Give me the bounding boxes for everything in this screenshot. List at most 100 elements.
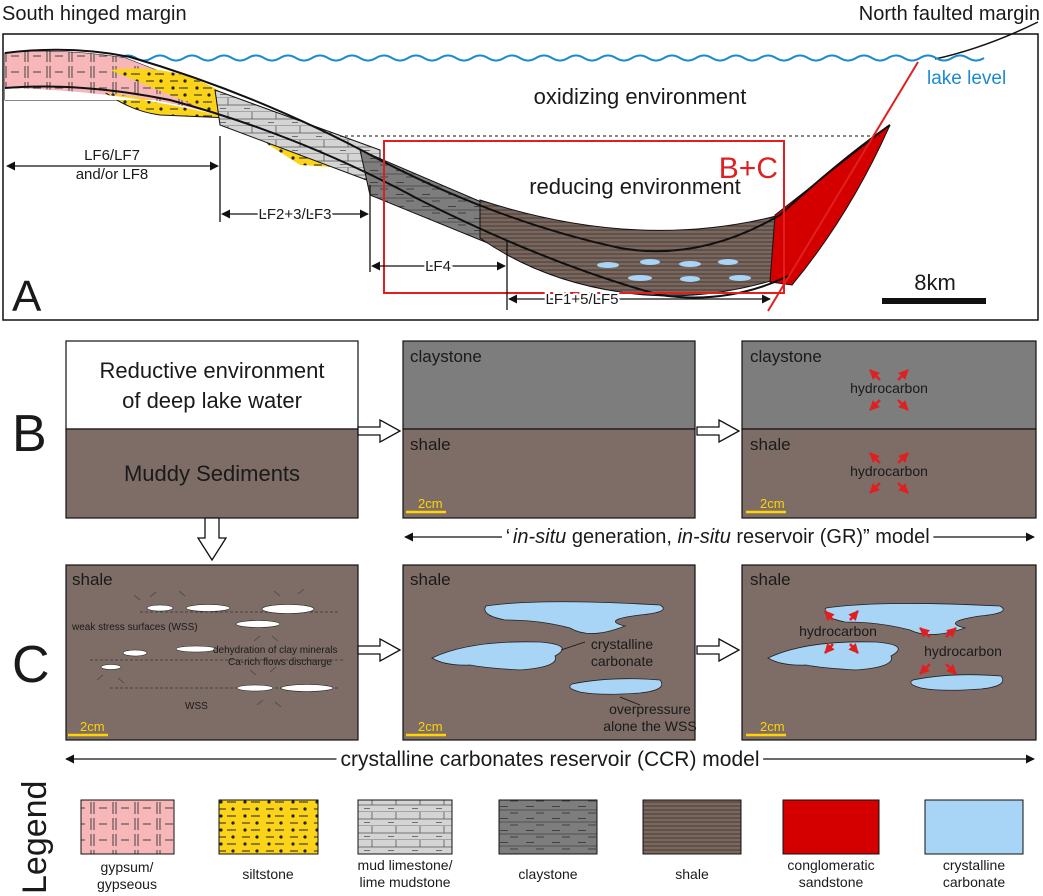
legend-item-siltstone: siltstone bbox=[218, 799, 319, 882]
north-margin-label: North faulted margin bbox=[859, 3, 1040, 25]
lake-level-line bbox=[119, 54, 985, 62]
c-arrow-1 bbox=[357, 637, 402, 663]
legend-gypsum-line1: gypsum/ bbox=[101, 859, 154, 875]
c3-shale-label: shale bbox=[750, 570, 791, 589]
legend-item-claystone: claystone bbox=[498, 799, 598, 882]
conglomerate-fan bbox=[769, 124, 891, 286]
legend-item-conglomerate: conglomeratic sandstone bbox=[782, 799, 880, 890]
lf6-label-line1: LF6/LF7 bbox=[84, 147, 140, 164]
c3-hydrocarbon-right: hydrocarbon bbox=[924, 643, 1002, 659]
b2-claystone-label: claystone bbox=[410, 347, 482, 366]
c2-crystalline-line2: carbonate bbox=[591, 653, 653, 669]
c1-dehydration-label: dehydration of clay minerals bbox=[213, 645, 338, 656]
gr-model-label: “in-situ generation, in-situ reservoir (… bbox=[506, 526, 930, 548]
c1-ca-flows-label: Ca-rich flows discharge bbox=[228, 657, 332, 668]
reducing-label: reducing environment bbox=[529, 174, 741, 199]
lf6-label-line2: and/or LF8 bbox=[76, 166, 149, 183]
legend-limestone-line1: mud limestone/ bbox=[358, 857, 453, 873]
legend-limestone-line2: lime mudstone bbox=[359, 874, 450, 890]
b2-upper bbox=[402, 340, 696, 430]
b1-upper-line2: of deep lake water bbox=[122, 388, 302, 413]
legend-swatch-shale bbox=[642, 799, 742, 855]
lf4-label: LF4 bbox=[425, 258, 451, 275]
c3-scale-label: 2cm bbox=[760, 719, 785, 734]
lake-level-label: lake level bbox=[927, 68, 1006, 89]
c1-shale-label: shale bbox=[72, 570, 113, 589]
legend-swatch-siltstone bbox=[218, 799, 319, 855]
c2-crystalline-line1: crystalline bbox=[591, 636, 653, 652]
b2-lower bbox=[402, 428, 696, 519]
legend-gypsum-line2: gypseous bbox=[97, 876, 157, 892]
legend-swatch-claystone bbox=[498, 799, 598, 855]
b2-shale-label: shale bbox=[410, 435, 451, 454]
legend-swatch-carbonate bbox=[924, 799, 1024, 855]
legend-carbonate-line1: crystalline bbox=[943, 857, 1005, 873]
b1-lower-label: Muddy Sediments bbox=[124, 461, 300, 486]
lf2-label: LF2+3/LF3 bbox=[259, 206, 332, 223]
b-arrow-2 bbox=[696, 418, 741, 444]
b1-upper bbox=[65, 340, 359, 430]
legend-swatch-gypsum bbox=[80, 799, 175, 855]
bc-box bbox=[383, 140, 785, 294]
boundary-fault bbox=[767, 61, 919, 312]
b3-hydrocarbon-lower: hydrocarbon bbox=[850, 463, 928, 479]
c-arrow-2 bbox=[696, 637, 741, 663]
legend-carbonate-line2: carbonate bbox=[943, 874, 1005, 890]
c3-hydrocarbon-left: hydrocarbon bbox=[799, 623, 877, 639]
c2-crystalline-leader bbox=[560, 641, 586, 651]
legend-swatch-limestone bbox=[357, 799, 453, 855]
panel-c: C shale weak stress surfaces (WSS) dehyd… bbox=[12, 564, 1037, 776]
oxidizing-label: oxidizing environment bbox=[534, 84, 747, 109]
c2-carbonate-bodies bbox=[431, 601, 664, 695]
shale-layer bbox=[479, 199, 791, 297]
bc-box-label: B+C bbox=[719, 152, 778, 185]
carbonate-lenses-a bbox=[597, 259, 751, 282]
panel-a-label: A bbox=[12, 272, 42, 321]
b3-upper bbox=[741, 340, 1037, 430]
c1-lenses bbox=[100, 604, 334, 692]
c2-overpressure-leader bbox=[619, 696, 641, 706]
c1-pressure-arrows bbox=[96, 588, 305, 708]
b3-hydrocarbon-upper: hydrocarbon bbox=[850, 380, 928, 396]
legend-conglomerate-line2: sandstone bbox=[799, 874, 864, 890]
panel-b: B Reductive environment of deep lake wat… bbox=[12, 340, 1037, 562]
legend-siltstone-label: siltstone bbox=[242, 866, 294, 882]
c1-wss-full-label: weak stress surfaces (WSS) bbox=[71, 622, 198, 633]
b-arrow-1 bbox=[357, 418, 402, 444]
b2-scale-label: 2cm bbox=[418, 496, 443, 511]
b-to-c-arrow bbox=[196, 517, 228, 562]
c2-scale-label: 2cm bbox=[418, 719, 443, 734]
b3-scale-label: 2cm bbox=[760, 496, 785, 511]
c3-carbonate-bodies bbox=[767, 603, 1004, 691]
panel-c-label: C bbox=[12, 636, 50, 694]
panel-b-label: B bbox=[12, 405, 47, 463]
panel-a: South hinged margin North faulted margin… bbox=[2, 3, 1040, 321]
b3-lower bbox=[741, 428, 1037, 519]
b1-lower bbox=[65, 428, 359, 519]
legend-swatch-conglomerate bbox=[782, 799, 880, 855]
c1-box bbox=[65, 564, 359, 741]
gypsum-fill-mask bbox=[5, 88, 230, 118]
legend-item-shale: shale bbox=[642, 799, 742, 882]
c2-overpressure-line1: overpressure bbox=[609, 701, 691, 717]
legend-title: Legend bbox=[16, 781, 54, 894]
b1-upper-line1: Reductive environment bbox=[99, 358, 324, 383]
legend-conglomerate-line1: conglomeratic bbox=[787, 857, 874, 873]
legend-shale-label: shale bbox=[675, 866, 709, 882]
legend-item-limestone: mud limestone/ lime mudstone bbox=[357, 799, 453, 890]
north-margin-surface bbox=[934, 21, 1039, 60]
c1-wss-label: WSS bbox=[185, 701, 208, 712]
south-margin-label: South hinged margin bbox=[2, 3, 187, 25]
c2-shale-label: shale bbox=[410, 570, 451, 589]
lf1-label: LF1+5/LF5 bbox=[546, 291, 619, 308]
b3-claystone-label: claystone bbox=[750, 347, 822, 366]
legend: Legend gypsum/ gypseous siltstone mud li… bbox=[16, 781, 1024, 894]
b3-shale-label: shale bbox=[750, 435, 791, 454]
scale-label-a: 8km bbox=[914, 270, 956, 295]
legend-item-carbonate: crystalline carbonate bbox=[924, 799, 1024, 890]
c3-hydrocarbon-arrows bbox=[824, 610, 957, 675]
sediment-top-surface bbox=[4, 48, 891, 253]
ccr-model-label: crystalline carbonates reservoir (CCR) m… bbox=[341, 748, 760, 771]
c1-scale-label: 2cm bbox=[80, 719, 105, 734]
